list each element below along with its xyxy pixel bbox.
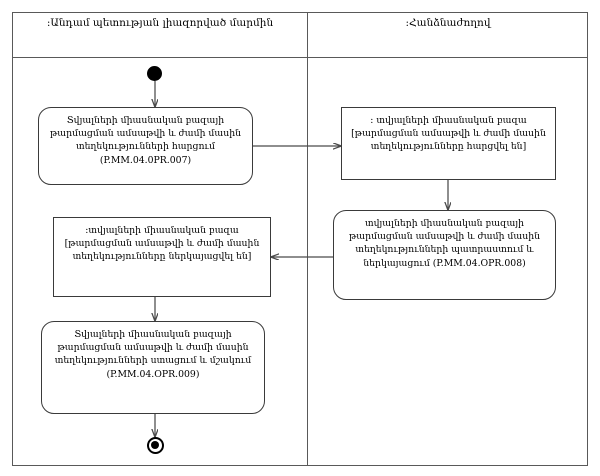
action-node-opr-007-label: Տվյալների միասնական բազայի թարմացման ամս… <box>49 115 242 166</box>
action-node-opr-007[interactable]: Տվյալների միասնական բազայի թարմացման ամս… <box>38 107 253 185</box>
object-node-data-requested[interactable]: : տվյալների միասնական բազա [թարմացման ամ… <box>341 107 556 180</box>
final-node[interactable] <box>147 437 164 454</box>
object-node-data-requested-label: : տվյալների միասնական բազա [թարմացման ամ… <box>351 115 546 153</box>
action-node-opr-009-label: Տվյալների միասնական բազայի թարմացման ամս… <box>54 329 252 380</box>
swimlane-vertical-divider <box>307 12 308 466</box>
swimlane-header-divider <box>12 57 588 58</box>
object-node-data-presented-label: :տվյալների միասնական բազա [թարմացման ամս… <box>64 225 260 263</box>
initial-node[interactable] <box>147 66 162 81</box>
swimlane-header-right: :Հանձնաժողով <box>405 17 491 29</box>
action-node-opr-009[interactable]: Տվյալների միասնական բազայի թարմացման ամս… <box>41 321 265 414</box>
swimlane-header-left: :Անդամ պետության լիազորված մարմին <box>46 17 274 29</box>
action-node-opr-008[interactable]: տվյալների միասնական բազայի թարմացման ամս… <box>333 210 556 300</box>
object-node-data-presented[interactable]: :տվյալների միասնական բազա [թարմացման ամս… <box>53 217 271 297</box>
action-node-opr-008-label: տվյալների միասնական բազայի թարմացման ամս… <box>348 218 541 269</box>
